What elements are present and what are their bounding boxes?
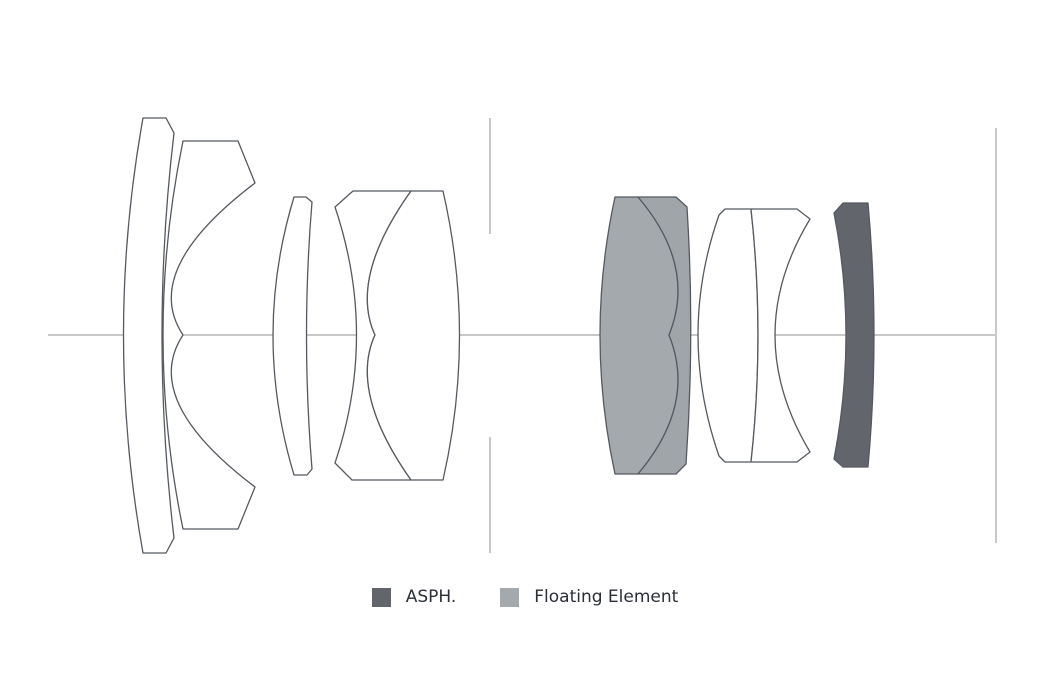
legend-label-asph: ASPH. [405, 587, 457, 607]
lens-element-4b [366, 190, 461, 481]
lens-element-2 [162, 140, 256, 530]
legend: ASPH. Floating Element [0, 584, 1050, 610]
legend-label-floating: Floating Element [534, 587, 679, 607]
floating-element-swatch [500, 587, 520, 607]
lens-element-5b [637, 196, 692, 475]
lens-element-7-asph [833, 202, 875, 468]
legend-item-asph: ASPH. [371, 587, 457, 607]
legend-item-floating: Floating Element [500, 587, 678, 607]
lens-element-1 [122, 117, 175, 554]
lens-element-6a [697, 208, 759, 463]
lens-element-3 [272, 196, 313, 476]
asph-swatch [371, 587, 391, 607]
lens-element-6b [750, 208, 811, 463]
